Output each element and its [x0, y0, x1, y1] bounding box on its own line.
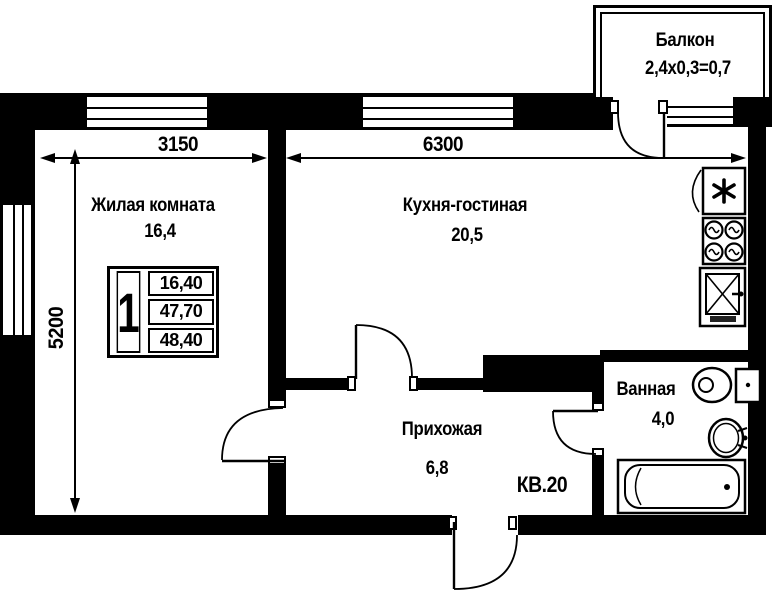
jamb-balcony-door	[658, 100, 668, 114]
wall-hall-kitchen-b	[413, 378, 483, 390]
fridge-icon	[691, 166, 747, 216]
balcony-label: Балкон	[655, 30, 715, 51]
bathtub-icon	[616, 458, 747, 515]
bathroom-label: Ванная	[616, 379, 676, 400]
info-area-without-balcony: 47,70	[148, 299, 214, 325]
cap-living-door	[268, 456, 286, 465]
jamb-balcony-door	[609, 100, 619, 114]
wall-bath-left-upper	[592, 362, 604, 409]
dim-arrow-3150	[40, 153, 267, 163]
wall-bottom-left	[0, 515, 452, 535]
info-living-area: 16,40	[148, 271, 214, 297]
window-frame-line	[667, 116, 733, 118]
window-kitchen	[363, 93, 513, 130]
hallway-area: 6,8	[425, 458, 449, 479]
wall-living-divider-lower	[268, 464, 286, 515]
kitchen-sink-icon	[698, 266, 747, 328]
window-living	[87, 93, 207, 130]
living-room-label: Жилая комната	[91, 195, 215, 216]
window-frame-line	[22, 205, 24, 335]
wall-bath-top	[600, 350, 766, 362]
apartment-number: КВ.20	[516, 472, 568, 497]
door-balcony	[617, 111, 666, 159]
door-entrance	[452, 522, 518, 590]
cap-bath-door	[592, 448, 604, 457]
wall-bottom-right	[518, 515, 766, 535]
jamb-kitchen-door	[347, 376, 356, 391]
balcony-dims: 2,4x0,3=0,7	[645, 58, 731, 79]
wall-hall-bath-block	[483, 355, 600, 392]
door-kitchen	[354, 324, 413, 379]
dim-label-3150: 3150	[157, 133, 199, 156]
cap-living-door	[268, 399, 286, 408]
window-living-side	[0, 205, 35, 335]
dim-label-5200: 5200	[45, 306, 68, 350]
balcony-inner-line	[600, 12, 765, 97]
window-frame-line	[363, 118, 513, 120]
wash-basin-icon	[707, 417, 748, 459]
balcony-outline	[593, 5, 772, 97]
dim-arrow-5200	[70, 149, 80, 513]
wall-bath-left-lower	[592, 455, 604, 515]
info-rooms-count: 1	[116, 271, 141, 353]
window-frame-line	[363, 107, 513, 109]
wall-left-upper	[0, 93, 35, 205]
jamb-kitchen-door	[409, 376, 418, 391]
door-living	[221, 407, 286, 463]
info-total-area: 48,40	[148, 327, 214, 353]
bathroom-area: 4,0	[651, 409, 675, 430]
living-room-area: 16,4	[144, 221, 176, 242]
wall-top-corner	[733, 93, 772, 127]
wall-right	[748, 123, 766, 535]
jamb-entrance-door	[448, 516, 457, 530]
wall-top-right	[513, 93, 613, 130]
window-frame-line	[13, 205, 15, 335]
wall-top-mid	[207, 93, 363, 130]
cap-bath-door	[592, 402, 604, 411]
window-frame-line	[87, 107, 207, 109]
dim-arrow-6300	[286, 153, 746, 163]
jamb-entrance-door	[508, 516, 517, 530]
wall-hall-kitchen-a	[286, 378, 355, 390]
kitchen-label: Кухня-гостиная	[402, 195, 528, 216]
hallway-label: Прихожая	[401, 419, 483, 440]
stove-icon	[701, 216, 747, 266]
window-frame-line	[87, 118, 207, 120]
window-balcony	[667, 93, 733, 127]
window-frame-line	[667, 106, 733, 108]
wall-left-lower	[0, 335, 35, 535]
apartment-info-box: 1 16,40 47,70 48,40	[107, 266, 219, 358]
wall-living-divider-upper	[268, 130, 286, 401]
dim-label-6300: 6300	[422, 133, 464, 156]
info-areas-column: 16,40 47,70 48,40	[148, 271, 214, 353]
kitchen-area: 20,5	[451, 225, 483, 246]
